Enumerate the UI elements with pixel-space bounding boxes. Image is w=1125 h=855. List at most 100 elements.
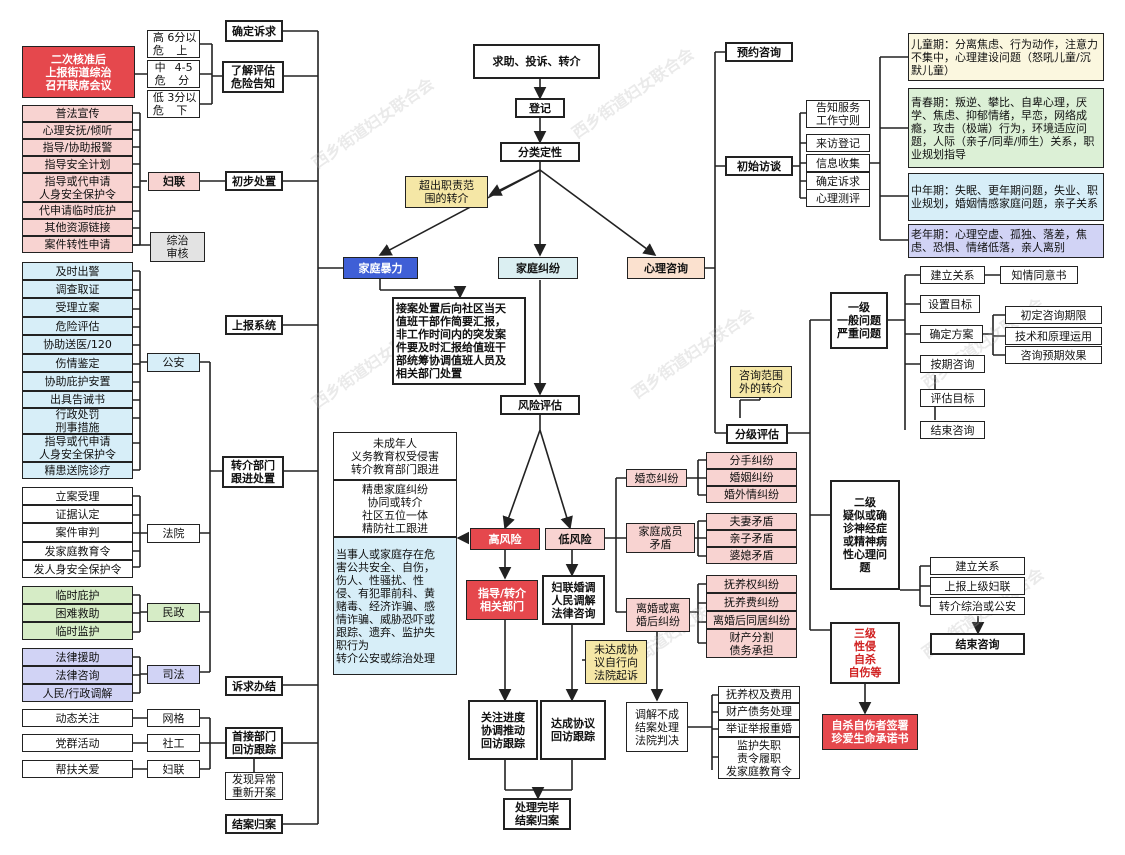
fulian-item: 普法宣传 — [22, 105, 133, 122]
fulian-item: 代申请临时庇护 — [22, 202, 133, 219]
fulian-item: 指导/协助报警 — [22, 139, 133, 156]
police-item: 行政处罚 刑事措施 — [22, 408, 133, 434]
justice-item: 法律咨询 — [22, 666, 133, 684]
member-conflict-cat: 家庭成员 矛盾 — [626, 523, 695, 553]
level2-step: 转介综治或公安 — [930, 597, 1025, 615]
civil-item: 困难救助 — [22, 604, 133, 622]
spine-visit: 首接部门 回访跟踪 — [225, 727, 283, 759]
initial-visit-node: 初始访谈 — [725, 156, 793, 176]
plan-item: 咨询预期效果 — [1005, 346, 1102, 364]
track-high-node: 关注进度 协调推动 回访跟踪 — [468, 700, 538, 760]
spine-anomaly: 发现异常 重新开案 — [225, 772, 283, 800]
zongzhi-review: 综治 审核 — [150, 232, 205, 262]
level1-node: 一级 一般问题 严重问题 — [830, 292, 888, 349]
seek-help-node: 求助、投诉、转介 — [473, 44, 600, 79]
divorce-item: 离婚后同居纠纷 — [706, 611, 797, 629]
court-item: 立案受理 — [22, 487, 133, 505]
level2-step: 上报上级妇联 — [930, 577, 1025, 595]
police-item: 调查取证 — [22, 280, 133, 298]
court-item: 发人身安全保护令 — [22, 560, 133, 578]
divorce-item: 财产分割 债务承担 — [706, 629, 797, 658]
grading-node: 分级评估 — [726, 424, 788, 444]
fulian2-label: 妇联 — [147, 760, 200, 778]
fulian-item: 心理安抚/倾听 — [22, 122, 133, 139]
judgment-item: 财产债务处理 — [718, 703, 800, 720]
grid-label: 网格 — [147, 709, 200, 727]
psy-consult-node: 心理咨询 — [627, 257, 705, 279]
level2-end: 结束咨询 — [930, 633, 1025, 655]
spine-initial: 初步处置 — [225, 171, 283, 191]
police-item: 出具告诫书 — [22, 391, 133, 408]
judgment-item: 抚养权及费用 — [718, 686, 800, 703]
register-node: 登记 — [515, 98, 565, 118]
court-item: 证据认定 — [22, 505, 133, 523]
social-worker-label: 社工 — [147, 734, 200, 752]
police-item: 受理立案 — [22, 298, 133, 317]
spine-transfer: 转介部门 跟进处置 — [222, 456, 284, 488]
police-item: 危险评估 — [22, 317, 133, 335]
level1-step: 按期咨询 — [920, 355, 985, 373]
level1-step: 建立关系 — [920, 266, 985, 284]
court-item: 案件审判 — [22, 523, 133, 542]
minor-education-box: 未成年人 义务教育权受侵害 转介教育部门跟进 — [333, 432, 457, 480]
plan-item: 初定咨询期限 — [1005, 306, 1102, 324]
grid-item: 动态关注 — [22, 709, 133, 727]
risk-high-level: 高危 6分以上 — [147, 30, 200, 58]
justice-item: 法律援助 — [22, 648, 133, 666]
life-commitment-node: 自杀自伤者签署 珍爱生命承诺书 — [822, 714, 918, 750]
fulian-item: 案件转性申请 — [22, 236, 133, 253]
appointment-node: 预约咨询 — [725, 42, 793, 62]
level1-step: 设置目标 — [920, 295, 980, 313]
fulian-item: 指导或代申请 人身安全保护令 — [22, 173, 133, 202]
level1-step: 确定方案 — [920, 325, 983, 343]
risk-assess-node: 风险评估 — [500, 395, 580, 415]
visit-item: 来访登记 — [806, 134, 870, 152]
psy-beyond-scope: 咨询范围 外的转介 — [730, 366, 792, 398]
consent-form: 知情同意书 — [1000, 266, 1078, 284]
beyond-scope-node: 超出职责范 围的转介 — [405, 176, 488, 208]
level1-step: 结束咨询 — [920, 421, 985, 439]
women-federation-mediation: 妇联婚调 人民调解 法律咨询 — [542, 575, 605, 625]
marriage-item: 分手纠纷 — [706, 452, 797, 469]
marriage-dispute-cat: 婚恋纠纷 — [626, 469, 687, 487]
level2-node: 二级 疑似或确 诊神经症 或精神病 性心理问 题 — [830, 480, 900, 590]
joint-meeting-box: 二次核准后 上报街道综治 召开联席会议 — [22, 46, 135, 98]
court-label: 法院 — [147, 524, 200, 543]
police-item: 及时出警 — [22, 262, 133, 280]
divorce-item: 抚养费纠纷 — [706, 593, 797, 611]
judgment-item: 监护失职 责令履职 发家庭教育令 — [718, 737, 800, 779]
social-item: 党群活动 — [22, 734, 133, 752]
low-risk-node: 低风险 — [545, 528, 605, 550]
classify-node: 分类定性 — [500, 142, 580, 162]
life-stage-elder: 老年期：心理空虚、孤独、落差，焦虑、恐惧、情绪低落，亲人离别 — [908, 224, 1104, 258]
fulian-item: 其他资源链接 — [22, 219, 133, 236]
police-item: 伤情鉴定 — [22, 354, 133, 372]
spine-archive: 结案归案 — [225, 814, 283, 834]
marriage-item: 婚姻纠纷 — [706, 469, 797, 486]
refer-high-node: 指导/转介 相关部门 — [466, 580, 538, 620]
track-low-node: 达成协议 回访跟踪 — [540, 700, 606, 760]
level2-step: 建立关系 — [930, 557, 1025, 575]
fulian-label: 妇联 — [148, 172, 200, 191]
divorce-dispute-cat: 离婚或离 婚后纠纷 — [626, 598, 690, 632]
police-item: 协助庇护安置 — [22, 372, 133, 391]
risk-low-level: 低危 3分以下 — [147, 90, 200, 118]
spine-appeal: 诉求办结 — [225, 676, 283, 696]
police-item: 精患送院诊疗 — [22, 462, 133, 479]
spine-assess: 了解评估 危险告知 — [222, 61, 284, 93]
member-item: 亲子矛盾 — [706, 530, 797, 547]
court-item: 发家庭教育令 — [22, 542, 133, 560]
life-stage-youth: 青春期：叛逆、攀比、自卑心理，厌学、焦虑、抑郁情绪，早恋，网络成瘾，攻击（极端）… — [908, 88, 1104, 168]
police-item: 指导或代申请 人身安全保护令 — [22, 434, 133, 462]
divorce-item: 抚养权纠纷 — [706, 575, 797, 593]
plan-item: 技术和原理运用 — [1005, 327, 1102, 345]
level3-node: 三级 性侵 自杀 自伤等 — [830, 622, 900, 684]
life-stage-middle: 中年期：失眠、更年期问题，失业、职业规划，婚姻情感家庭问题，亲子关系 — [908, 173, 1104, 221]
civil-item: 临时庇护 — [22, 586, 133, 604]
member-item: 婆媳矛盾 — [706, 547, 797, 564]
close-case-node: 处理完毕 结案归案 — [503, 798, 571, 830]
justice-label: 司法 — [147, 665, 200, 684]
member-item: 夫妻矛盾 — [706, 513, 797, 530]
visit-item: 心理测评 — [806, 189, 870, 207]
domestic-violence-node: 家庭暴力 — [343, 257, 418, 279]
